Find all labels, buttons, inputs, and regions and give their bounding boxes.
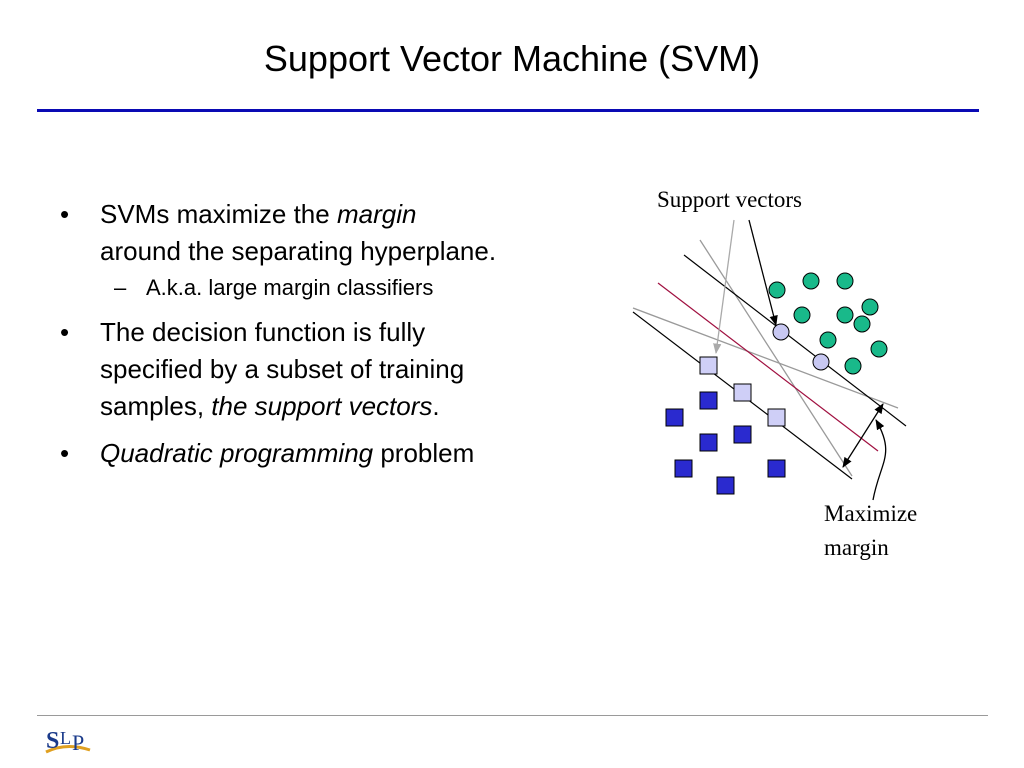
data-point-circle [853,315,871,333]
title-rule [37,109,979,112]
slide-title: Support Vector Machine (SVM) [263,38,761,79]
data-point-circle [861,298,879,316]
maximize-margin-label: margin [824,535,889,560]
data-point-circle [802,272,820,290]
hyperplane-line [657,282,879,452]
support-vector-square [767,408,786,427]
bullet-text: Quadratic programming problem [100,438,475,468]
maximize-margin-label: Maximize [824,501,917,526]
data-point-circle [819,331,837,349]
support-vectors-label: Support vectors [657,187,802,212]
data-point-square [674,459,693,478]
sub-bullet-mark: – [114,275,127,300]
data-point-square [699,391,718,410]
logo-swoosh [45,745,91,754]
data-point-square [699,433,718,452]
footer-rule [37,715,988,716]
logo-p: P [72,730,84,755]
bullet-mark: • [60,317,70,347]
data-point-circle [836,272,854,290]
data-point-square [767,459,786,478]
data-point-square [716,476,735,495]
logo-s: S [46,728,59,754]
bullet-mark: • [60,438,70,468]
data-point-circle [870,340,888,358]
bullet-mark: • [60,199,70,229]
logo-l: L [60,728,71,748]
support-vector-circle [812,353,830,371]
sub-bullet-text: A.k.a. large margin classifiers [146,275,434,300]
support-vector-arrow [748,219,778,327]
data-point-circle [844,357,862,375]
data-point-circle [768,281,786,299]
alt-separator-line [632,307,899,409]
bullet-item: • Quadratic programming problem [60,435,600,472]
data-point-circle [836,306,854,324]
class-squares [665,356,786,495]
support-vector-arrow [713,219,735,355]
margin-line-upper [683,254,907,427]
data-point-square [665,408,684,427]
class-circles [768,272,888,375]
margin-label-pointer [872,419,887,501]
support-vector-square [733,383,752,402]
sub-bullet-item: – A.k.a. large margin classifiers [114,274,600,302]
alt-separator-line [699,239,853,477]
support-vector-square [699,356,718,375]
margin-width-arrow [842,403,884,468]
data-point-circle [793,306,811,324]
data-point-square [733,425,752,444]
slp-logo-icon: S L P [45,728,91,755]
support-vector-circle [772,323,790,341]
